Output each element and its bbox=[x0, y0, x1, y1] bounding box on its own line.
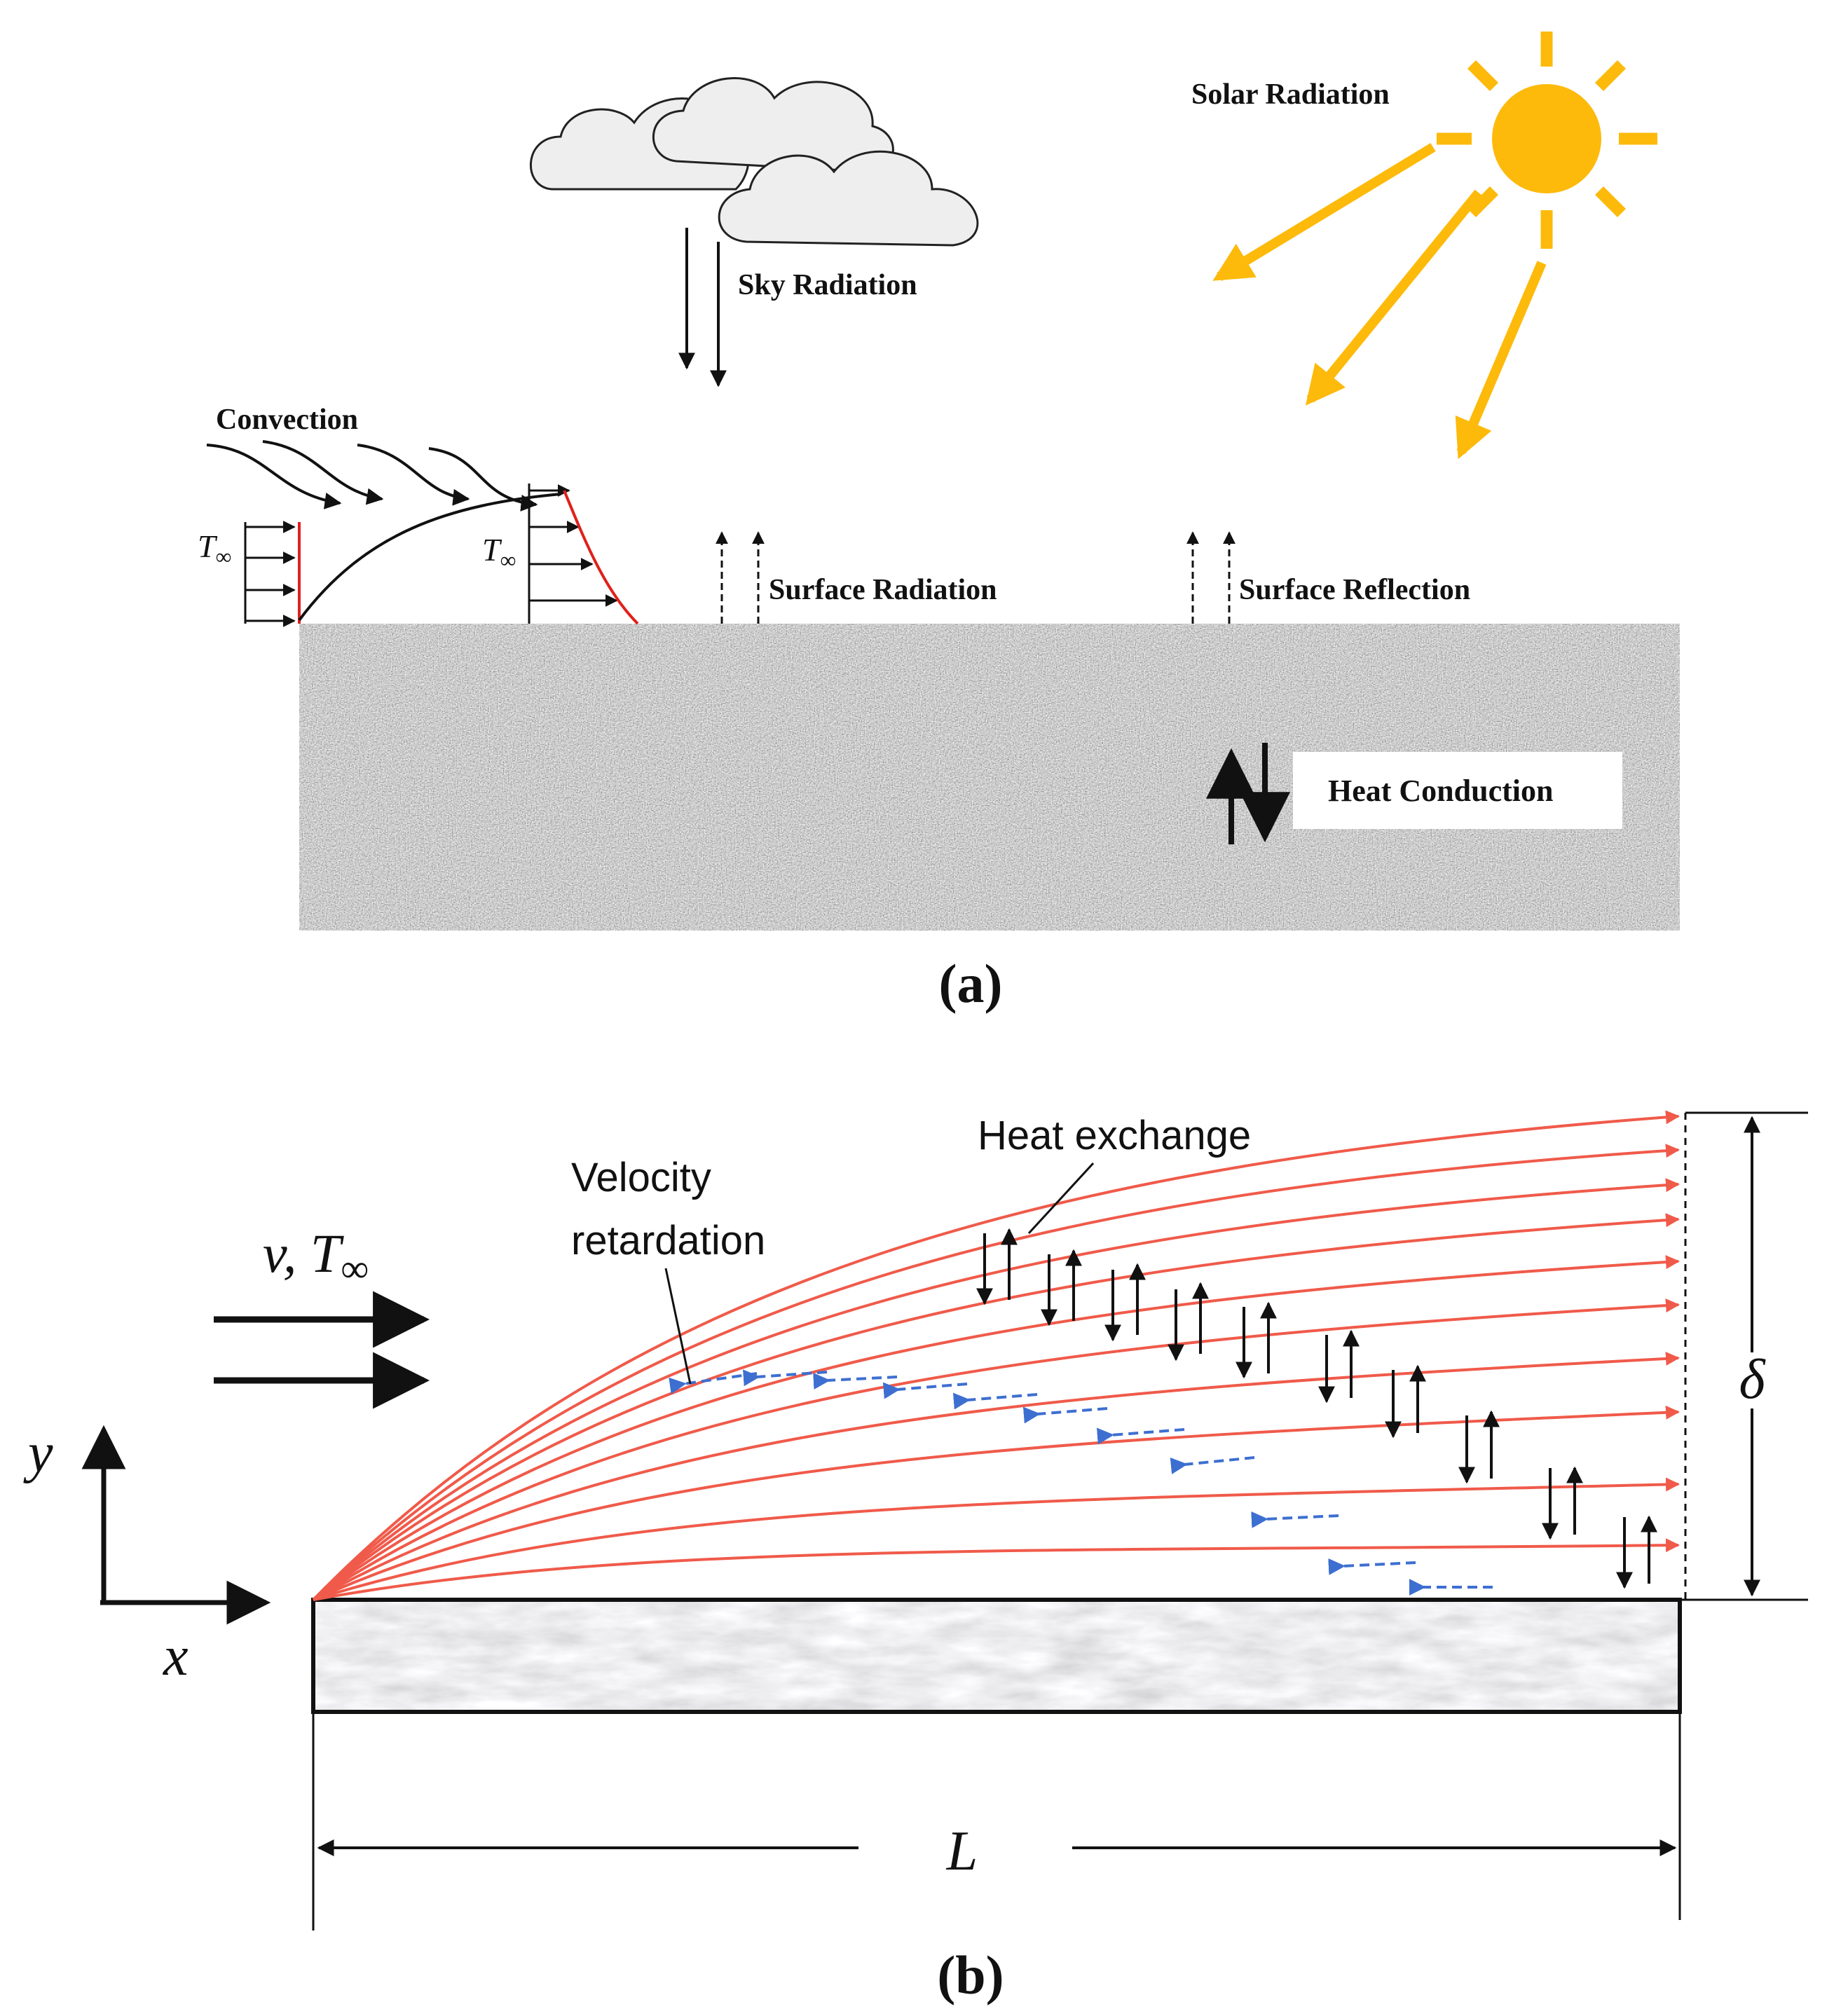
convection-arrows bbox=[206, 440, 538, 512]
t-infinity-right: T∞ bbox=[482, 532, 516, 572]
streamline bbox=[313, 1405, 1680, 1601]
panel-a-label: (a) bbox=[939, 953, 1003, 1014]
surface-reflection-arrows bbox=[1186, 531, 1236, 624]
sky-radiation-label: Sky Radiation bbox=[738, 269, 917, 301]
streamline bbox=[312, 1144, 1680, 1601]
convection-label: Convection bbox=[216, 404, 358, 436]
convection-arrow-4 bbox=[428, 447, 538, 512]
heat-exchange-label: Heat exchange bbox=[978, 1113, 1251, 1158]
velocity-retardation-arrows bbox=[669, 1369, 1493, 1596]
free-stream-label: v, T∞ bbox=[263, 1223, 369, 1291]
velocity-retardation-label-line1: Velocity bbox=[571, 1155, 711, 1200]
velocity-retardation-label-line2: retardation bbox=[571, 1218, 765, 1263]
boundary-layer-curve bbox=[298, 493, 561, 622]
solar-radiation-label: Solar Radiation bbox=[1191, 78, 1390, 111]
streamline bbox=[312, 1110, 1680, 1601]
heat-exchange-arrows bbox=[976, 1228, 1657, 1589]
cloud-icon bbox=[530, 77, 979, 247]
streamline bbox=[313, 1538, 1680, 1601]
panel-b-label: (b) bbox=[937, 1945, 1004, 2005]
solar-rays bbox=[1212, 143, 1547, 460]
panel-b: Heat exchange Velocity retardation v, T∞… bbox=[23, 1110, 1808, 2005]
heat-conduction-label: Heat Conduction bbox=[1328, 774, 1553, 808]
plate bbox=[313, 1600, 1680, 1712]
velocity-retardation-leader bbox=[664, 1268, 692, 1385]
y-axis-label: y bbox=[23, 1422, 53, 1484]
panel-a: Sky Radiation Solar Radiation Convection bbox=[198, 32, 1680, 1014]
streamline bbox=[312, 1178, 1680, 1601]
sun-icon bbox=[1437, 32, 1657, 249]
downstream-velocity-profile bbox=[528, 484, 639, 625]
streamlines bbox=[312, 1110, 1680, 1601]
solar-ray-1 bbox=[1212, 143, 1436, 281]
streamline bbox=[313, 1477, 1680, 1601]
surface-reflection-label: Surface Reflection bbox=[1239, 574, 1470, 606]
x-axis-label: x bbox=[163, 1626, 189, 1687]
inlet-velocity-profile bbox=[244, 521, 301, 627]
convection-arrow-2 bbox=[262, 440, 384, 505]
heat-conduction-box bbox=[1293, 752, 1622, 829]
solar-ray-2 bbox=[1305, 189, 1483, 406]
heat-exchange-leader bbox=[1027, 1162, 1095, 1235]
t-infinity-left: T∞ bbox=[198, 528, 231, 569]
heat-conduction-arrows bbox=[1206, 743, 1290, 844]
surface-radiation-label: Surface Radiation bbox=[769, 574, 997, 606]
streamline bbox=[313, 1351, 1680, 1601]
streamline bbox=[312, 1213, 1680, 1601]
delta-label: δ bbox=[1739, 1349, 1766, 1411]
convection-arrow-3 bbox=[357, 444, 470, 506]
convection-arrow-1 bbox=[206, 444, 342, 509]
surface-radiation-arrows bbox=[716, 531, 765, 624]
streamline bbox=[312, 1255, 1680, 1601]
solar-ray-3 bbox=[1455, 261, 1547, 460]
length-label: L bbox=[946, 1820, 978, 1882]
streamline bbox=[312, 1298, 1680, 1601]
